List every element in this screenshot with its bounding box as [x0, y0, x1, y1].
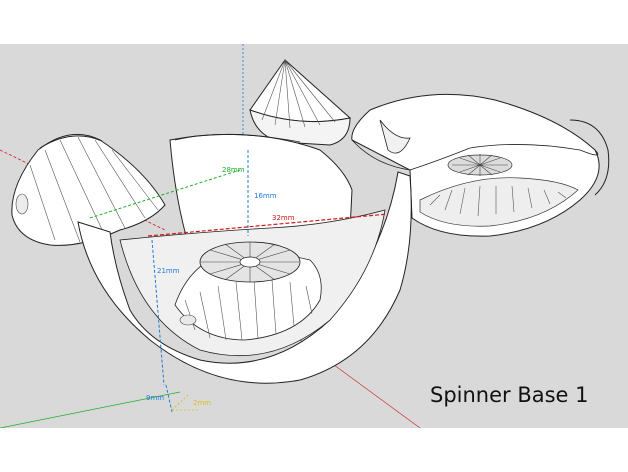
model-caption: Spinner Base 1 [430, 383, 589, 407]
dimension-9mm[interactable]: 9mm [146, 384, 173, 413]
dimension-28mm[interactable]: 28mm [89, 166, 245, 219]
svg-text:9mm: 9mm [146, 394, 164, 402]
dimension-2mm[interactable]: 2mm [171, 394, 211, 411]
svg-text:32mm: 32mm [272, 214, 295, 222]
model-scene[interactable]: 28mm 16mm 32mm 21mm 9mm 2mm [0, 44, 628, 428]
svg-text:21mm: 21mm [157, 267, 180, 275]
dimension-21mm[interactable]: 21mm [151, 239, 180, 386]
hemisphere-shell-main[interactable] [77, 133, 412, 384]
cap-piece[interactable] [11, 133, 166, 246]
svg-text:28mm: 28mm [222, 166, 245, 174]
svg-text:2mm: 2mm [193, 399, 211, 407]
hemisphere-shell-right[interactable] [351, 93, 610, 237]
cone-piece[interactable] [249, 59, 352, 146]
dimension-16mm[interactable]: 16mm [247, 150, 277, 236]
green-axis-line [0, 391, 181, 428]
modeling-viewport[interactable]: 28mm 16mm 32mm 21mm 9mm 2mm Spinner Base… [0, 44, 628, 428]
dimension-32mm[interactable]: 32mm [147, 213, 389, 237]
svg-text:16mm: 16mm [254, 192, 277, 200]
